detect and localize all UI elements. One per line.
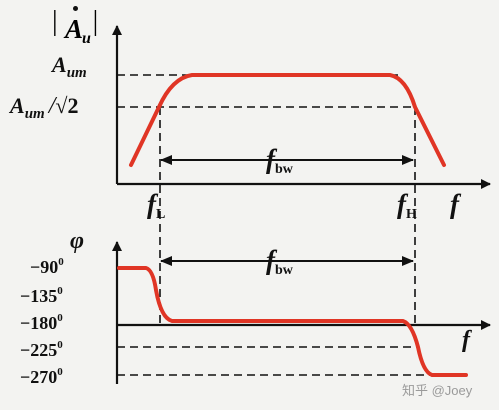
magnitude-phasor-dot	[73, 6, 78, 11]
phase-tick-label: −1350	[20, 285, 63, 306]
phase-tick-label: −1800	[20, 312, 63, 333]
magnitude-abs-bars: | |	[52, 6, 99, 37]
phase-curve	[117, 266, 468, 377]
fh-subscript: H	[406, 207, 417, 222]
aum-root2-root: √2	[55, 93, 79, 118]
phase-x-axis-label: f	[462, 327, 470, 353]
magnitude-x-axis-label: f	[450, 189, 459, 219]
phase-bandwidth-subscript: bw	[275, 263, 293, 278]
phase-ylabel: φ	[70, 228, 85, 254]
aum-root2-divider: /	[48, 93, 56, 119]
magnitude-bandwidth-symbol: f	[266, 144, 275, 174]
magnitude-ylabel-subscript: u	[82, 30, 91, 47]
aum-symbol: A	[52, 52, 67, 77]
phase-tick-label: −2700	[20, 366, 63, 387]
fh-label: fH	[397, 189, 417, 222]
aum-level-label: Aum	[52, 52, 87, 81]
magnitude-curve	[129, 73, 446, 167]
fl-subscript: L	[156, 207, 166, 222]
watermark-text: 知乎 @Joey	[402, 383, 473, 398]
phase-tick-label: −2250	[20, 339, 63, 360]
fl-symbol: f	[147, 189, 156, 219]
aum-root2-level-label: Aum/√2	[10, 93, 79, 122]
magnitude-bandwidth-subscript: bw	[275, 162, 293, 177]
magnitude-ylabel-symbol: A	[65, 14, 84, 44]
phase-bandwidth-symbol: f	[266, 245, 275, 275]
magnitude-bandwidth-label: fbw	[266, 144, 293, 177]
aum-root2-subscript: um	[24, 106, 45, 122]
fl-label: fL	[147, 189, 165, 222]
fh-symbol: f	[397, 189, 406, 219]
phase-bandwidth-label: fbw	[266, 245, 293, 278]
aum-root2-symbol: A	[10, 93, 25, 118]
aum-subscript: um	[66, 65, 87, 81]
phase-tick-label: −900	[30, 256, 64, 277]
